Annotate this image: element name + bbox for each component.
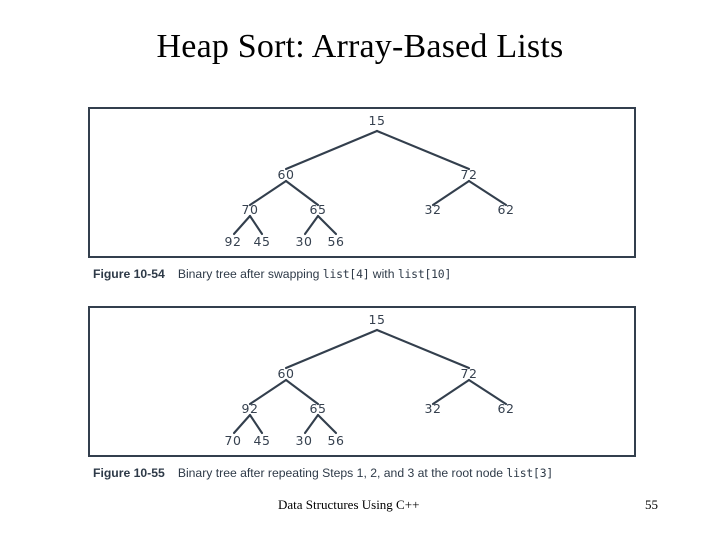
figure-caption-text-1b: with: [369, 267, 398, 281]
tree-edge-leftleft-rightleaf: [248, 214, 264, 236]
tree-node-right: 72: [460, 167, 477, 182]
tree-edge-right-rightchild: [467, 378, 508, 406]
figure-caption-text-1: Binary tree after swapping: [177, 267, 323, 281]
tree-node-left: 60: [277, 366, 294, 381]
tree-edge-leftleft-leftleaf: [232, 413, 252, 435]
figure-caption-code-2a: list[3]: [506, 466, 554, 480]
tree-edge-right-leftchild: [431, 378, 471, 406]
figure-box-1: 15 60 72 70 65 32 62 92 45 30 56: [88, 107, 636, 258]
tree-edge-leftright-leftleaf: [303, 413, 320, 435]
tree-edge-leftright-leftleaf: [303, 214, 320, 236]
figure-caption-text-2: Binary tree after repeating Steps 1, 2, …: [177, 466, 507, 480]
tree-edge-leftright-rightleaf: [316, 413, 338, 435]
tree-node-right: 72: [460, 366, 477, 381]
tree-node-left-left-right: 45: [253, 234, 270, 249]
page-title: Heap Sort: Array-Based Lists: [156, 28, 564, 65]
tree-node-root: 15: [368, 312, 385, 327]
figure-caption-label-2: Figure 10-55: [93, 466, 165, 480]
tree-node-right-right: 62: [497, 202, 514, 217]
binary-tree-diagram-2: 15 60 72 92 65 32 62 70 45 30 56: [224, 312, 514, 448]
tree-node-left-right: 65: [309, 202, 326, 217]
footer-page-number: 55: [645, 497, 658, 512]
tree-node-left-left-right: 45: [253, 433, 270, 448]
tree-node-left-right: 65: [309, 401, 326, 416]
tree-edge-leftleft-rightleaf: [248, 413, 264, 435]
figure-block-2: 15 60 72 92 65 32 62 70 45 30 56: [88, 306, 636, 457]
figure-block-1: 15 60 72 70 65 32 62 92 45 30 56: [88, 107, 636, 258]
tree-edge-root-left: [284, 328, 379, 370]
slide-footer: Data Structures Using C++ 55: [0, 497, 720, 517]
figure-caption-code-1b: list[10]: [397, 267, 452, 281]
binary-tree-diagram-1: 15 60 72 70 65 32 62 92 45 30 56: [224, 113, 514, 249]
tree-edge-right-leftchild: [431, 179, 471, 207]
tree-node-left-right-left: 30: [295, 234, 312, 249]
tree-node-left-right-right: 56: [327, 433, 344, 448]
tree-edge-leftright-rightleaf: [316, 214, 338, 236]
tree-node-left-left-left: 92: [224, 234, 241, 249]
tree-node-left-left: 92: [241, 401, 258, 416]
footer-book-title: Data Structures Using C++: [278, 497, 420, 512]
tree-edge-root-right: [375, 328, 471, 370]
tree-edge-root-right: [375, 129, 471, 171]
tree-edge-left-rightchild: [284, 378, 320, 406]
tree-edge-leftleft-leftleaf: [232, 214, 252, 236]
tree-node-right-right: 62: [497, 401, 514, 416]
tree-edge-root-left: [284, 129, 379, 171]
tree-edge-left-leftchild: [248, 179, 288, 207]
figure-box-2: 15 60 72 92 65 32 62 70 45 30 56: [88, 306, 636, 457]
figure-caption-label-1: Figure 10-54: [93, 267, 165, 281]
tree-node-left-right-left: 30: [295, 433, 312, 448]
tree-node-left: 60: [277, 167, 294, 182]
tree-edge-left-rightchild: [284, 179, 320, 207]
tree-edge-left-leftchild: [248, 378, 288, 406]
tree-node-left-left: 70: [241, 202, 258, 217]
tree-edge-right-rightchild: [467, 179, 508, 207]
tree-node-right-left: 32: [424, 202, 441, 217]
tree-node-left-left-left: 70: [224, 433, 241, 448]
figure-caption-2: Figure 10-55 Binary tree after repeating …: [93, 467, 553, 479]
tree-node-right-left: 32: [424, 401, 441, 416]
tree-node-left-right-right: 56: [327, 234, 344, 249]
tree-node-root: 15: [368, 113, 385, 128]
figure-caption-1: Figure 10-54 Binary tree after swapping l…: [93, 268, 451, 280]
figure-caption-code-1a: list[4]: [322, 267, 370, 281]
